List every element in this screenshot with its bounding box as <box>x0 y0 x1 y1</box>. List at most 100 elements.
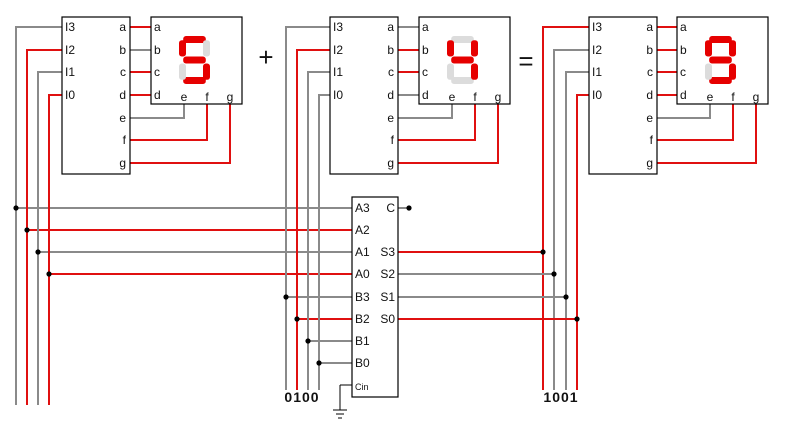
wire-seg-e <box>657 104 711 119</box>
display-pin-label: b <box>154 43 161 57</box>
display-pin-label: f <box>473 90 477 104</box>
wire-seg-e <box>130 104 185 119</box>
adder-output-label: S2 <box>380 267 395 281</box>
adder-input-label: B2 <box>355 312 370 326</box>
decoder-output-label: a <box>646 20 653 34</box>
decoder-input-label: I3 <box>333 20 343 34</box>
adder-input-label: B3 <box>355 290 370 304</box>
decoder-output-label: e <box>119 111 126 125</box>
segment-f <box>447 40 454 57</box>
display-pin-label: d <box>154 88 161 102</box>
decoder-input-label: I1 <box>592 65 602 79</box>
wires-layer <box>15 26 757 405</box>
decoder-output-label: f <box>650 133 654 147</box>
decoder-output-label: g <box>387 156 394 170</box>
sum-bus-junction <box>574 316 580 322</box>
adder-output-label: S1 <box>380 290 395 304</box>
decoder-output-label: c <box>120 65 126 79</box>
decoder-output-label: b <box>119 43 126 57</box>
adder-input-label: A0 <box>355 267 370 281</box>
display-pin-label: c <box>680 65 686 79</box>
decoder-output-label: f <box>123 133 127 147</box>
b-input-bus-wire <box>307 71 330 390</box>
decoder-input-label: I3 <box>592 20 602 34</box>
b-input-bus-wire <box>318 94 330 390</box>
decoder-output-label: b <box>646 43 653 57</box>
decoder-output-label: d <box>387 88 394 102</box>
segment-c <box>203 63 210 80</box>
segment-g <box>709 56 732 64</box>
wire-seg-f <box>398 104 476 141</box>
segment-c <box>471 63 478 80</box>
b-bus-junction <box>294 316 300 322</box>
display-pin-label: a <box>422 20 429 34</box>
wire-seg-e <box>398 104 453 119</box>
display-pin-label: d <box>680 88 687 102</box>
sum-bus-wire <box>565 71 589 390</box>
adder-box <box>351 196 399 398</box>
adder-output-label: C <box>386 201 395 215</box>
segment-a <box>183 36 206 43</box>
carry-out-dot <box>406 205 412 211</box>
display-pin-label: c <box>154 65 160 79</box>
sum-bus-junction <box>540 249 546 255</box>
decoder-input-label: I0 <box>333 88 343 102</box>
segment-f <box>705 40 712 57</box>
display-pin-label: f <box>205 90 209 104</box>
decoder-box <box>61 16 131 175</box>
a-bus-junction <box>35 249 41 255</box>
decoder-output-label: d <box>119 88 126 102</box>
decoder-output-label: e <box>387 111 394 125</box>
adder-input-label: A3 <box>355 201 370 215</box>
plus-operator: + <box>258 42 273 72</box>
sum-bus-junction <box>551 271 557 277</box>
display-pin-label: b <box>680 43 687 57</box>
segment-a <box>709 36 732 43</box>
decoder-input-label: I2 <box>65 43 75 57</box>
decoder-output-label: a <box>119 20 126 34</box>
segment-b <box>471 40 478 57</box>
display-pin-label: a <box>154 20 161 34</box>
display-pin-label: e <box>707 90 714 104</box>
segment-a <box>451 36 474 43</box>
segment-g <box>183 56 206 64</box>
wire-seg-f <box>657 104 734 141</box>
display-pin-label: b <box>422 43 429 57</box>
decoder-output-label: c <box>647 65 653 79</box>
a-bus-junction <box>13 205 19 211</box>
a-input-bus-wire <box>48 94 62 405</box>
b-input-bus-wire <box>296 49 330 390</box>
segment-e <box>447 63 454 80</box>
b-input-bus-wire <box>285 26 330 390</box>
junction-dots-layer <box>13 205 580 366</box>
a-bus-junction <box>24 227 30 233</box>
decoder-output-label: g <box>119 156 126 170</box>
decoder-input-label: I2 <box>592 43 602 57</box>
a-bus-junction <box>46 271 52 277</box>
decoder-output-label: a <box>387 20 394 34</box>
a-input-bus-wire <box>26 49 62 405</box>
display-pin-label: e <box>181 90 188 104</box>
adder-input-label: A1 <box>355 245 370 259</box>
decoder-output-label: e <box>646 111 653 125</box>
decoder-input-label: I0 <box>592 88 602 102</box>
display-pin-label: g <box>495 90 502 104</box>
sum-bus-wire <box>553 49 589 390</box>
decoder-output-label: b <box>387 43 394 57</box>
segment-e <box>705 63 712 80</box>
equals-operator: = <box>518 46 533 76</box>
decoder-input-label: I0 <box>65 88 75 102</box>
display-pin-label: g <box>227 90 234 104</box>
segment-e <box>179 63 186 80</box>
segment-d <box>183 77 206 84</box>
decoder-input-label: I1 <box>65 65 75 79</box>
segment-b <box>203 40 210 57</box>
sum-bus-junction <box>563 294 569 300</box>
display-pin-label: e <box>449 90 456 104</box>
display-pin-label: d <box>422 88 429 102</box>
decoder-output-label: g <box>646 156 653 170</box>
